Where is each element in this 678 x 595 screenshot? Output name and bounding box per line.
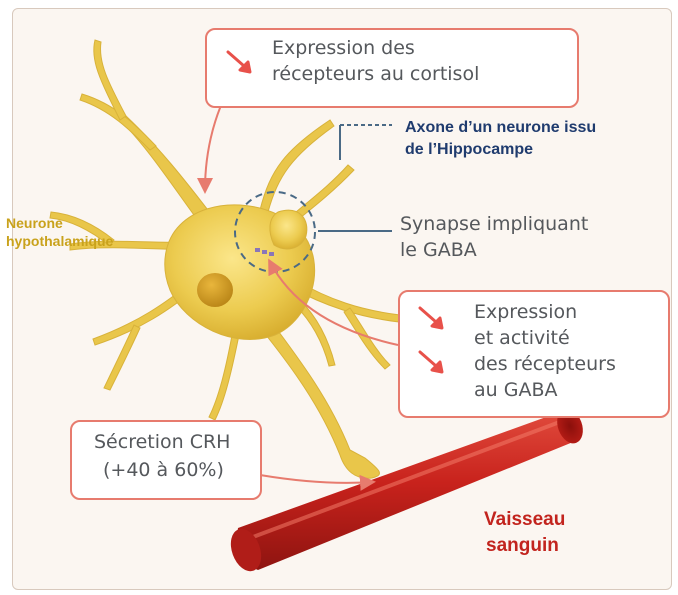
axone-label-line-1: Axone d’un neurone issu	[405, 118, 596, 138]
hippocampal-axon	[270, 165, 354, 249]
down-arrow-icon	[418, 306, 444, 330]
down-arrow-icon	[418, 350, 444, 374]
gaba-line-3: des récepteurs	[474, 352, 616, 376]
crh-line-2: (+40 à 60%)	[103, 458, 224, 482]
gaba-line-4: au GABA	[474, 378, 557, 402]
gaba-line-2: et activité	[474, 326, 570, 350]
neurone-label-line-1: Neurone	[6, 214, 63, 232]
gaba-line-1: Expression	[474, 300, 577, 324]
cortisol-line-1: Expression des	[272, 36, 415, 60]
cortisol-line-2: récepteurs au cortisol	[272, 62, 479, 86]
neurone-label-line-2: hypothalamique	[6, 232, 113, 250]
crh-arrow	[260, 475, 372, 483]
down-arrow-icon	[226, 50, 252, 74]
synapse-label-line-2: le GABA	[400, 238, 477, 262]
vaisseau-label-line-2: sanguin	[486, 534, 559, 558]
neuron-nucleus	[197, 273, 233, 307]
vaisseau-label-line-1: Vaisseau	[484, 508, 565, 532]
crh-line-1: Sécretion CRH	[94, 430, 230, 454]
axone-label-line-2: de l’Hippocampe	[405, 140, 533, 160]
synapse-label-line-1: Synapse impliquant	[400, 212, 588, 236]
